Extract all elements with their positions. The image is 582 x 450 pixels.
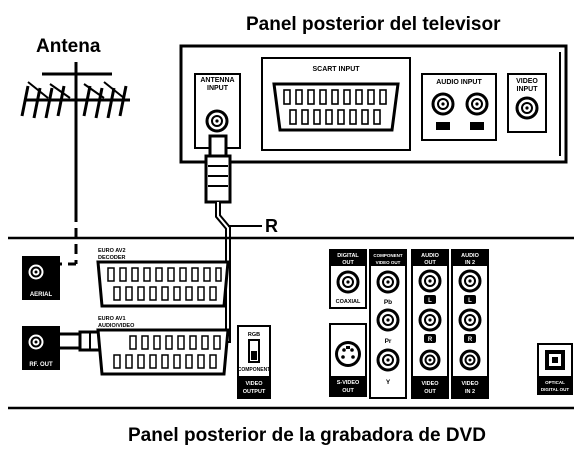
audio-in-2: AUDIO IN 2 L R VIDEO IN 2 [451, 249, 489, 399]
optical-label-1: OPTICAL [545, 380, 565, 385]
rf-out-label: RF. OUT [29, 362, 53, 368]
rgb-label: RGB [248, 332, 260, 338]
antenna-title: Antena [36, 36, 101, 57]
antenna-input-label-2: INPUT [207, 85, 229, 92]
audio-in2-label-1: AUDIO [461, 253, 479, 259]
digital-out-label-2: OUT [342, 260, 354, 266]
cable-r-label: R [265, 216, 278, 236]
s-video-out: S-VIDEO OUT [329, 323, 367, 397]
rgb-component-switch: RGB COMPONENT VIDEO OUTPUT [237, 325, 271, 399]
component-label: COMPONENT [238, 367, 271, 373]
tv-video-input-jack [515, 96, 539, 120]
rf-out-jack-block: RF. OUT [22, 326, 60, 370]
rf-cable: R [52, 134, 278, 352]
aerial-label: AERIAL [30, 292, 53, 298]
video-input-label-1: VIDEO [516, 78, 538, 85]
euro-av1-label-1: EURO AV1 [98, 316, 126, 322]
component-label-2: VIDEO OUT [376, 260, 401, 265]
pb-label: Pb [384, 299, 392, 306]
video-out-label-2: OUT [424, 389, 436, 395]
dvd-panel-title: Panel posterior de la grabadora de DVD [128, 425, 486, 446]
scart-input-label: SCART INPUT [312, 66, 360, 73]
audio-out-label-2: OUT [424, 260, 436, 266]
video-input-label-2: INPUT [517, 86, 539, 93]
audio-in2-r-label: R [468, 337, 473, 343]
component-video-out: COMPONENT VIDEO OUT Pb Pr Y [369, 249, 407, 399]
svideo-label-1: S-VIDEO [337, 380, 360, 386]
euro-av2-scart [96, 260, 230, 308]
video-out-label-1: VIDEO [421, 381, 439, 387]
video-in2-label-1: VIDEO [461, 381, 479, 387]
audio-out-label-1: AUDIO [421, 253, 439, 259]
antenna-input-jack [205, 109, 229, 133]
video-in2-label-2: IN 2 [465, 389, 475, 395]
tv-audio-right-jack [465, 92, 489, 116]
audio-right-marker [470, 122, 484, 130]
audio-left-marker [436, 122, 450, 130]
aerial-jack-block: AERIAL [22, 256, 60, 300]
tv-panel-title: Panel posterior del televisor [246, 14, 501, 35]
video-output-label-2: OUTPUT [243, 389, 266, 395]
tv-rear-panel: ANTENNA INPUT SCART INPUT AUDIO INPUT VI… [179, 44, 568, 164]
antenna-input-label-1: ANTENNA [200, 77, 234, 84]
euro-av2-label-2: DECODER [98, 255, 126, 261]
audio-in2-label-2: IN 2 [465, 260, 475, 266]
optical-label-2: DIGITAL OUT [541, 387, 570, 392]
tv-scart-connector [272, 82, 400, 132]
audio-input-label: AUDIO INPUT [436, 79, 482, 86]
tv-audio-left-jack [431, 92, 455, 116]
euro-av2-label-1: EURO AV2 [98, 248, 126, 254]
coaxial-label: COAXIAL [336, 299, 361, 305]
optical-digital-out: OPTICAL DIGITAL OUT [537, 343, 573, 395]
audio-in2-l-label: L [468, 298, 472, 304]
audio-out-l-label: L [428, 298, 432, 304]
component-label-1: COMPONENT [373, 253, 403, 258]
svideo-label-2: OUT [342, 388, 354, 394]
digital-out-coaxial: DIGITAL OUT COAXIAL [329, 249, 367, 309]
y-label: Y [386, 379, 391, 386]
audio-out: AUDIO OUT L R VIDEO OUT [411, 249, 449, 399]
euro-av1-scart [96, 328, 230, 376]
audio-out-r-label: R [428, 337, 433, 343]
video-output-label-1: VIDEO [245, 381, 263, 387]
antenna-icon [20, 62, 130, 266]
euro-av1-label-2: AUDIO/VIDEO [98, 323, 135, 329]
digital-out-label-1: DIGITAL [337, 253, 359, 259]
pr-label: Pr [385, 338, 392, 345]
